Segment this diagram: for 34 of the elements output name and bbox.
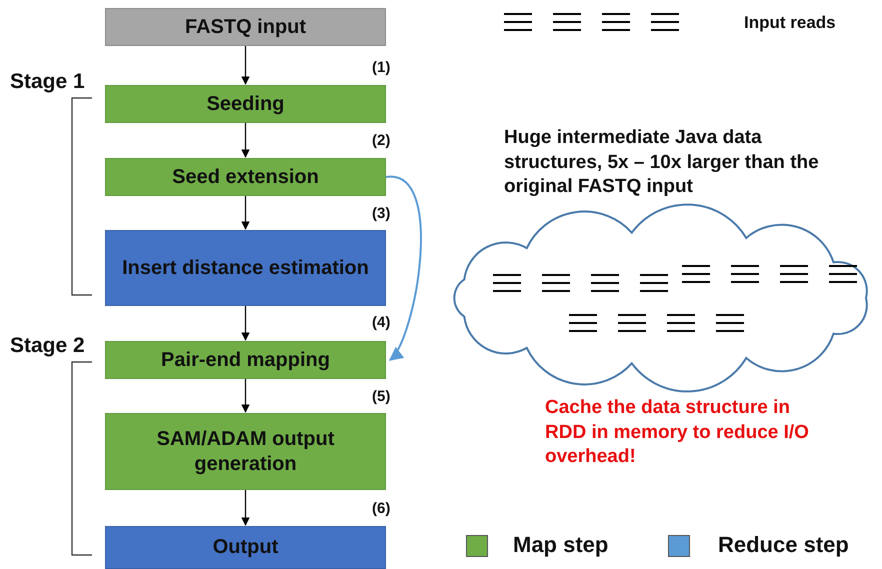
arrow bbox=[241, 379, 250, 413]
arrow bbox=[241, 196, 250, 230]
note-text: Huge intermediate Java data structures, 5x – 10x larger than the original FASTQ input bbox=[504, 126, 820, 200]
legend-label: Reduce step bbox=[718, 532, 849, 558]
note-text: (6) bbox=[372, 499, 390, 518]
process-box bbox=[105, 158, 386, 196]
note-text: (3) bbox=[372, 204, 390, 224]
note-text: Stage 1 bbox=[10, 69, 85, 95]
step-label: Output bbox=[212, 535, 280, 560]
arrow bbox=[241, 490, 250, 526]
arrow bbox=[241, 46, 250, 85]
note-text: Stage 2 bbox=[10, 333, 85, 359]
note-text: Cache the data structure in RDD in memory to reduce I/O overhead! bbox=[545, 396, 810, 470]
step-label: Seeding bbox=[206, 92, 286, 116]
process-box bbox=[105, 341, 386, 379]
step-label: SAM/ADAM output generation bbox=[156, 426, 336, 476]
step-label: Seed extension bbox=[171, 164, 320, 190]
process-box bbox=[105, 8, 386, 46]
arrow bbox=[241, 123, 250, 158]
note-text: (4) bbox=[372, 313, 390, 332]
step-label: FASTQ input bbox=[184, 14, 308, 40]
process-box bbox=[105, 85, 386, 123]
arrow bbox=[241, 306, 250, 341]
step-label: Pair-end mapping bbox=[160, 348, 331, 372]
note-text: (5) bbox=[372, 387, 390, 406]
note-text: (1) bbox=[372, 58, 390, 78]
legend-label: Map step bbox=[513, 532, 608, 558]
step-label: Insert distance estimation bbox=[121, 256, 370, 280]
note-text: (2) bbox=[372, 131, 390, 150]
process-box bbox=[105, 230, 386, 306]
note-text: Input reads bbox=[744, 12, 836, 34]
process-box bbox=[105, 413, 386, 490]
arrow bbox=[386, 176, 422, 362]
process-box bbox=[105, 526, 386, 569]
